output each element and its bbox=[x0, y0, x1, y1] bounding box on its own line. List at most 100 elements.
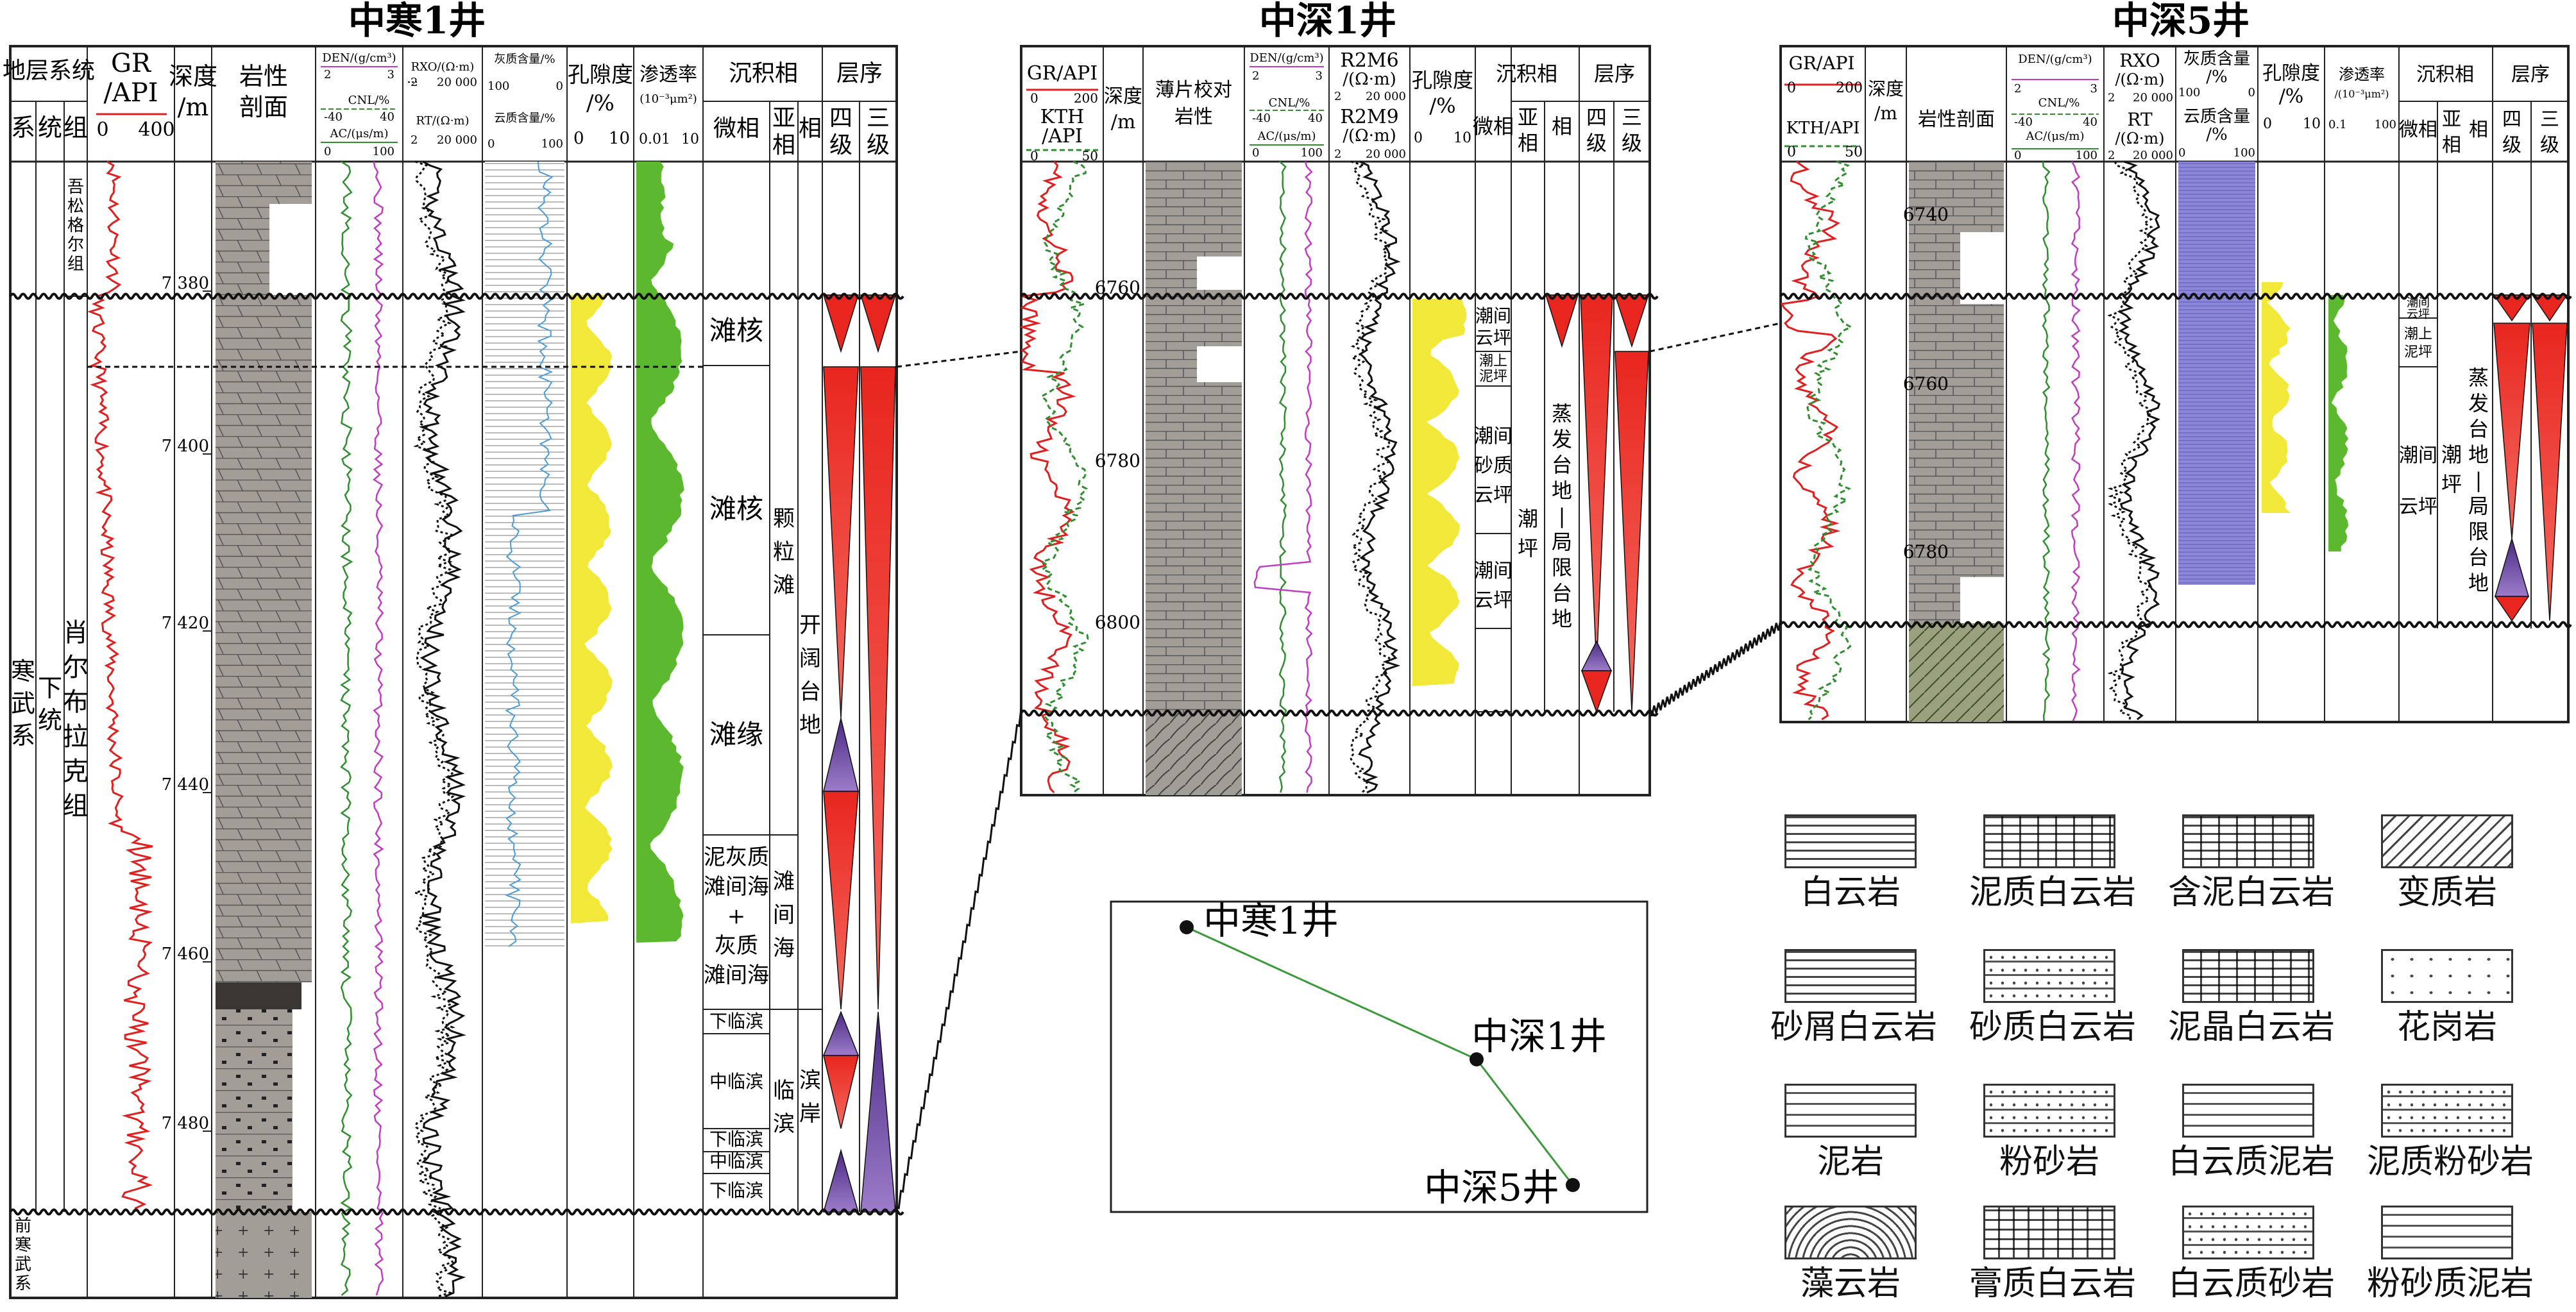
zs5-litho-gap2 bbox=[1960, 577, 2004, 623]
zs5-hdr-depth-top: 深度 bbox=[1868, 78, 1904, 99]
hdr-por-max: 10 bbox=[609, 129, 630, 148]
zs1-hdr-r2m9-unit: /(Ω·m) bbox=[1343, 126, 1396, 146]
zs5-hdr-den-max: 3 bbox=[2090, 82, 2097, 96]
legend-swatch bbox=[2381, 1084, 2513, 1138]
zh1-sub-0-1: 粒 bbox=[773, 539, 795, 565]
corr-dashed-1 bbox=[896, 350, 1022, 368]
legend-swatch bbox=[1784, 814, 1917, 868]
map-point-zh1 bbox=[1180, 920, 1194, 934]
zs5-hdr-lime-min: 100 bbox=[2178, 86, 2200, 99]
zs1-hdr-third-top: 三 bbox=[1622, 105, 1642, 130]
zs1-facies-1: 发 bbox=[1552, 427, 1572, 451]
zs1-hdr-ac-min: 0 bbox=[1252, 146, 1259, 160]
legend-label: 白云岩 bbox=[1800, 873, 1901, 912]
zs5-micro-3: 泥坪 bbox=[2404, 344, 2432, 360]
zs5-hdr-sub-top: 亚 bbox=[2442, 108, 2461, 131]
zs1-micro-7: 潮间 bbox=[1474, 560, 1513, 582]
hdr-formation: 组 bbox=[64, 114, 88, 142]
hdr-sub-bottom: 相 bbox=[772, 132, 795, 158]
zs1-r2m9-curve bbox=[1358, 160, 1401, 794]
hdr-den: DEN/(g/cm³) bbox=[322, 51, 396, 65]
zs1-kth-curve bbox=[1040, 160, 1089, 794]
zs5-hdr-por-bottom: /% bbox=[2279, 85, 2304, 108]
hdr-litho-bottom: 剖面 bbox=[239, 93, 288, 121]
litho-gap-1 bbox=[269, 204, 312, 276]
zs1-facies-0: 蒸 bbox=[1552, 401, 1572, 426]
legend-swatch bbox=[2182, 1084, 2314, 1138]
zs1-facies-2: 台 bbox=[1552, 453, 1572, 477]
zh1-system-char-2: 系 bbox=[11, 721, 35, 750]
zs5-litho-meta bbox=[1909, 623, 2004, 722]
hdr-dolo: 云质含量/% bbox=[494, 112, 555, 125]
correlation-lines bbox=[895, 322, 1782, 1212]
legend-item: 粉砂岩 bbox=[1969, 1084, 2130, 1182]
hdr-facies: 沉积相 bbox=[729, 60, 798, 87]
zh1-precambrian-char-0: 前 bbox=[15, 1216, 31, 1236]
zh1-porosity-fill bbox=[571, 295, 613, 923]
zs1-hdr-kth: KTH bbox=[1040, 106, 1085, 128]
zs5-facies-7: 台 bbox=[2468, 545, 2489, 569]
legend-label: 花岗岩 bbox=[2396, 1008, 2497, 1047]
zs5-hdr-kth-max: 50 bbox=[1845, 144, 1863, 160]
zh1-sub-1-2: 海 bbox=[773, 936, 795, 961]
map-point-zs1 bbox=[1470, 1052, 1484, 1066]
zs5-hdr-perm-min: 0.1 bbox=[2328, 118, 2347, 131]
zh1-micro-6: 灰质 bbox=[715, 933, 758, 959]
zs1-facies-7: 台 bbox=[1552, 581, 1572, 605]
legend-swatch bbox=[1983, 814, 2115, 868]
legend-swatch bbox=[2182, 1206, 2314, 1259]
zh1-series-char-1: 统 bbox=[38, 706, 62, 734]
hdr-por-top: 孔隙度 bbox=[568, 62, 633, 88]
zs1-sub-1: 坪 bbox=[1518, 536, 1538, 560]
zs5-sub-0: 潮 bbox=[2441, 442, 2462, 467]
zs5-facies-0: 蒸 bbox=[2468, 366, 2489, 390]
map-label-zs1: 中深1井 bbox=[1471, 1014, 1607, 1058]
zs5-hdr-gr-min: 0 bbox=[1787, 80, 1796, 96]
zs5-hdr-lime-unit: /% bbox=[2206, 67, 2227, 87]
zs5-hdr-den: DEN/(g/cm³) bbox=[2018, 53, 2092, 66]
map-label-zs5: 中深5井 bbox=[1424, 1166, 1559, 1209]
zh1-micro-7: 滩间海 bbox=[704, 963, 769, 988]
zs5-seq4-tri-4 bbox=[2494, 596, 2530, 622]
zs5-depth-label: 6740 bbox=[1903, 204, 1949, 225]
hdr-perm-min: 0.01 bbox=[639, 131, 670, 147]
zs1-hdr-kth-min: 0 bbox=[1030, 148, 1038, 164]
zs5-hdr-rt-max: 20 000 bbox=[2133, 149, 2173, 162]
legend-swatch bbox=[2182, 814, 2314, 868]
zs5-hdr-kth-min: 0 bbox=[1787, 144, 1796, 160]
zs5-hdr-rxo-unit: /(Ω·m) bbox=[2115, 71, 2164, 88]
hdr-sys: 系 bbox=[11, 114, 35, 142]
hdr-rt-min: 2 bbox=[411, 133, 418, 147]
zh1-gr-curve bbox=[87, 160, 153, 1213]
zh1-micro-12: 下临滨 bbox=[709, 1180, 763, 1201]
zs5-cnl-curve bbox=[2042, 161, 2051, 721]
zh1-series-char-0: 下 bbox=[38, 674, 62, 702]
hdr-ac: AC/(μs/m) bbox=[330, 127, 389, 140]
legend-item: 花岗岩 bbox=[2367, 949, 2527, 1048]
zh1-sub-1-1: 间 bbox=[773, 902, 795, 928]
hdr-dolo-max: 100 bbox=[541, 137, 563, 151]
zs5-hdr-rt: RT bbox=[2127, 109, 2153, 130]
hdr-sub-top: 亚 bbox=[772, 105, 795, 131]
zh1-cnl-curve bbox=[340, 160, 353, 1296]
zh1-unconformity-top bbox=[9, 292, 904, 300]
zh1-seq4-tri-2 bbox=[823, 366, 859, 719]
hdr-phase: 相 bbox=[799, 115, 822, 142]
zh1-micro-4: 滩间海 bbox=[704, 874, 769, 900]
zs5-hdr-rt-min: 2 bbox=[2108, 149, 2115, 162]
zh1-facies-0-1: 阔 bbox=[799, 646, 821, 671]
legend-item: 白云质砂岩 bbox=[2168, 1206, 2335, 1304]
zs5-rt-curve bbox=[2117, 160, 2161, 721]
legend-item: 白云质泥岩 bbox=[2168, 1084, 2335, 1182]
zs1-hdr-third-bottom: 级 bbox=[1622, 131, 1642, 155]
zs1-hdr-por-min: 0 bbox=[1414, 130, 1423, 146]
title-zh1: 中寒1井 bbox=[348, 0, 486, 42]
zs5-micro-1: 云坪 bbox=[2407, 308, 2430, 321]
zh1-depth-label: 7 420 bbox=[162, 614, 209, 633]
legend-label: 白云质泥岩 bbox=[2168, 1143, 2335, 1181]
legend-item: 泥晶白云岩 bbox=[2168, 949, 2335, 1048]
zs5-hdr-rxo-max: 20 000 bbox=[2133, 91, 2173, 105]
legend-item: 砂质白云岩 bbox=[1969, 949, 2136, 1048]
zs1-unconformity-bottom bbox=[1020, 709, 1659, 717]
legend-item: 膏质白云岩 bbox=[1969, 1206, 2136, 1304]
